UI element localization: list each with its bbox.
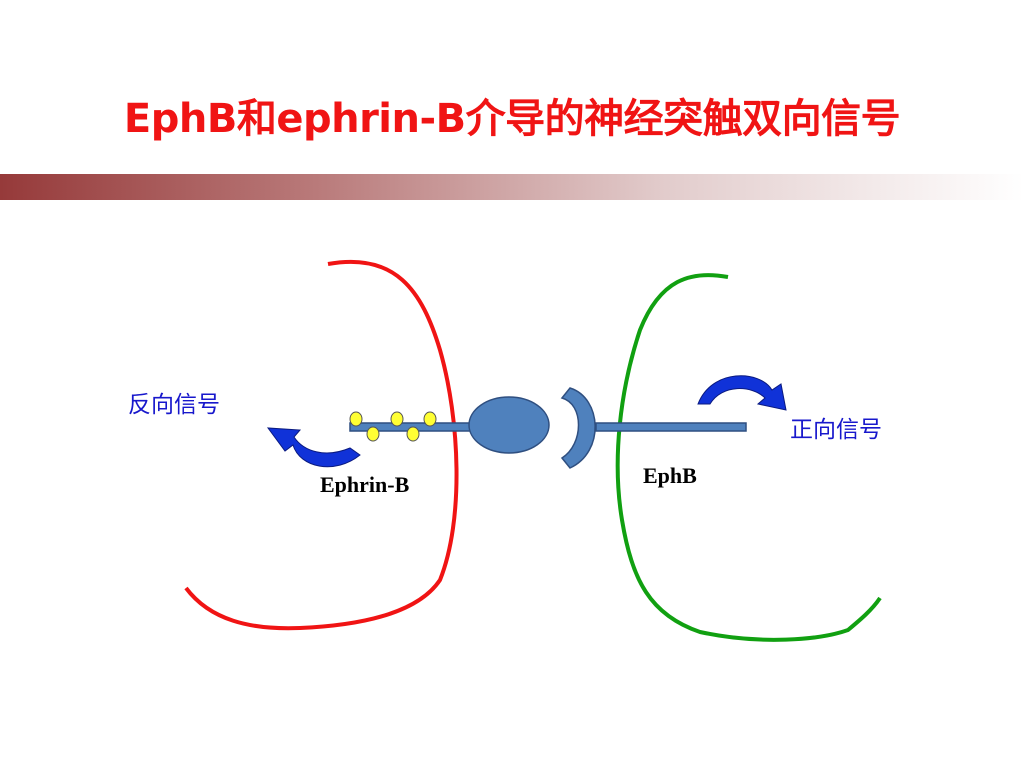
ephb-transmembrane-stalk	[595, 422, 747, 432]
phospho-dot	[366, 426, 380, 442]
slide-title: EphB和ephrin-B介导的神经突触双向信号	[123, 96, 901, 142]
phospho-dot	[390, 411, 404, 427]
forward-signal-label: 正向信号	[790, 417, 882, 443]
forward-signal-arrow-icon	[697, 375, 787, 411]
phospho-dot	[349, 411, 363, 427]
reverse-signal-arrow-icon	[266, 427, 361, 468]
ephb-label: EphB	[643, 463, 697, 488]
presynaptic-membrane	[184, 259, 459, 631]
reverse-signal-label: 反向信号	[128, 392, 220, 418]
phosphorylation-sites	[349, 411, 437, 442]
ephb-receptor-binding-domain	[560, 387, 596, 469]
phospho-dot	[423, 411, 437, 427]
ephrin-b-label: Ephrin-B	[320, 472, 410, 497]
phospho-dot	[406, 426, 420, 442]
postsynaptic-membrane	[615, 273, 882, 642]
ephrin-b-ligand-domain	[468, 396, 550, 454]
title-accent-bar	[0, 174, 1024, 200]
